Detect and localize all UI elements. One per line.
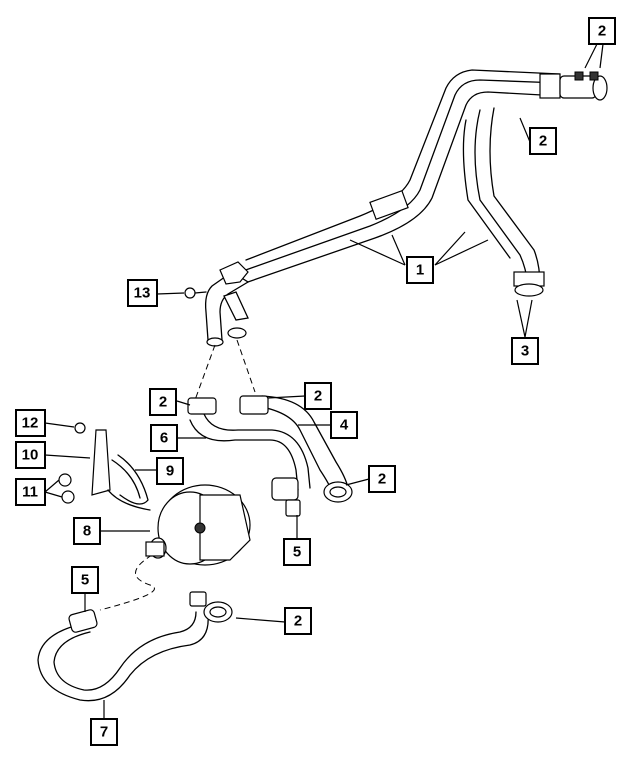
svg-text:1: 1: [416, 262, 424, 279]
svg-text:5: 5: [293, 544, 301, 561]
callout-12-bolt: 12: [15, 409, 46, 437]
callout-11-nuts: 11: [15, 478, 46, 506]
hose-7: [37, 591, 233, 702]
callout-2-clamp-left: 2: [149, 388, 177, 416]
callout-10-bracket: 10: [15, 441, 46, 469]
callout-8-pump: 8: [73, 517, 101, 545]
svg-text:2: 2: [378, 471, 386, 488]
strap-9: [107, 454, 151, 511]
hose-4: [239, 395, 353, 503]
hose-6: [187, 397, 311, 491]
connector-5: [271, 477, 301, 517]
svg-text:8: 8: [83, 523, 91, 540]
callout-1-tube-assembly: 1: [406, 256, 434, 284]
svg-text:11: 11: [22, 484, 38, 501]
callout-13-screw: 13: [127, 279, 158, 307]
svg-text:2: 2: [539, 133, 547, 150]
callout-7-hose: 7: [90, 718, 118, 746]
callout-5-connector: 5: [283, 538, 311, 566]
callout-2-upper-right: 2: [529, 127, 557, 155]
svg-text:2: 2: [294, 613, 302, 630]
svg-text:2: 2: [314, 388, 322, 405]
callout-2-clamp-mid: 2: [304, 382, 332, 410]
water-pump: [145, 484, 251, 566]
bolt-12: [74, 422, 86, 434]
svg-text:12: 12: [22, 415, 39, 432]
callout-2-top-right: 2: [588, 17, 616, 45]
callout-4-hose: 4: [330, 411, 358, 439]
coolant-tube-assembly: [204, 69, 608, 347]
screw-13: [184, 287, 207, 299]
svg-text:9: 9: [166, 463, 174, 480]
svg-text:6: 6: [160, 430, 168, 447]
svg-text:7: 7: [100, 724, 108, 741]
callout-2-clamp-right: 2: [368, 465, 396, 493]
leader-lines: [44, 43, 604, 719]
callout-9-strap: 9: [156, 457, 184, 485]
callout-2-lower-right: 2: [284, 607, 312, 635]
callout-5-lower: 5: [71, 566, 99, 594]
svg-text:2: 2: [159, 394, 167, 411]
bracket-10: [91, 429, 111, 496]
svg-text:13: 13: [134, 285, 151, 302]
svg-text:10: 10: [22, 447, 39, 464]
nuts-11: [58, 473, 75, 504]
callout-6-hose: 6: [150, 424, 178, 452]
svg-text:4: 4: [340, 417, 349, 434]
svg-text:3: 3: [521, 343, 529, 360]
svg-text:5: 5: [81, 572, 89, 589]
svg-text:2: 2: [598, 23, 606, 40]
callout-3: 3: [511, 337, 539, 365]
